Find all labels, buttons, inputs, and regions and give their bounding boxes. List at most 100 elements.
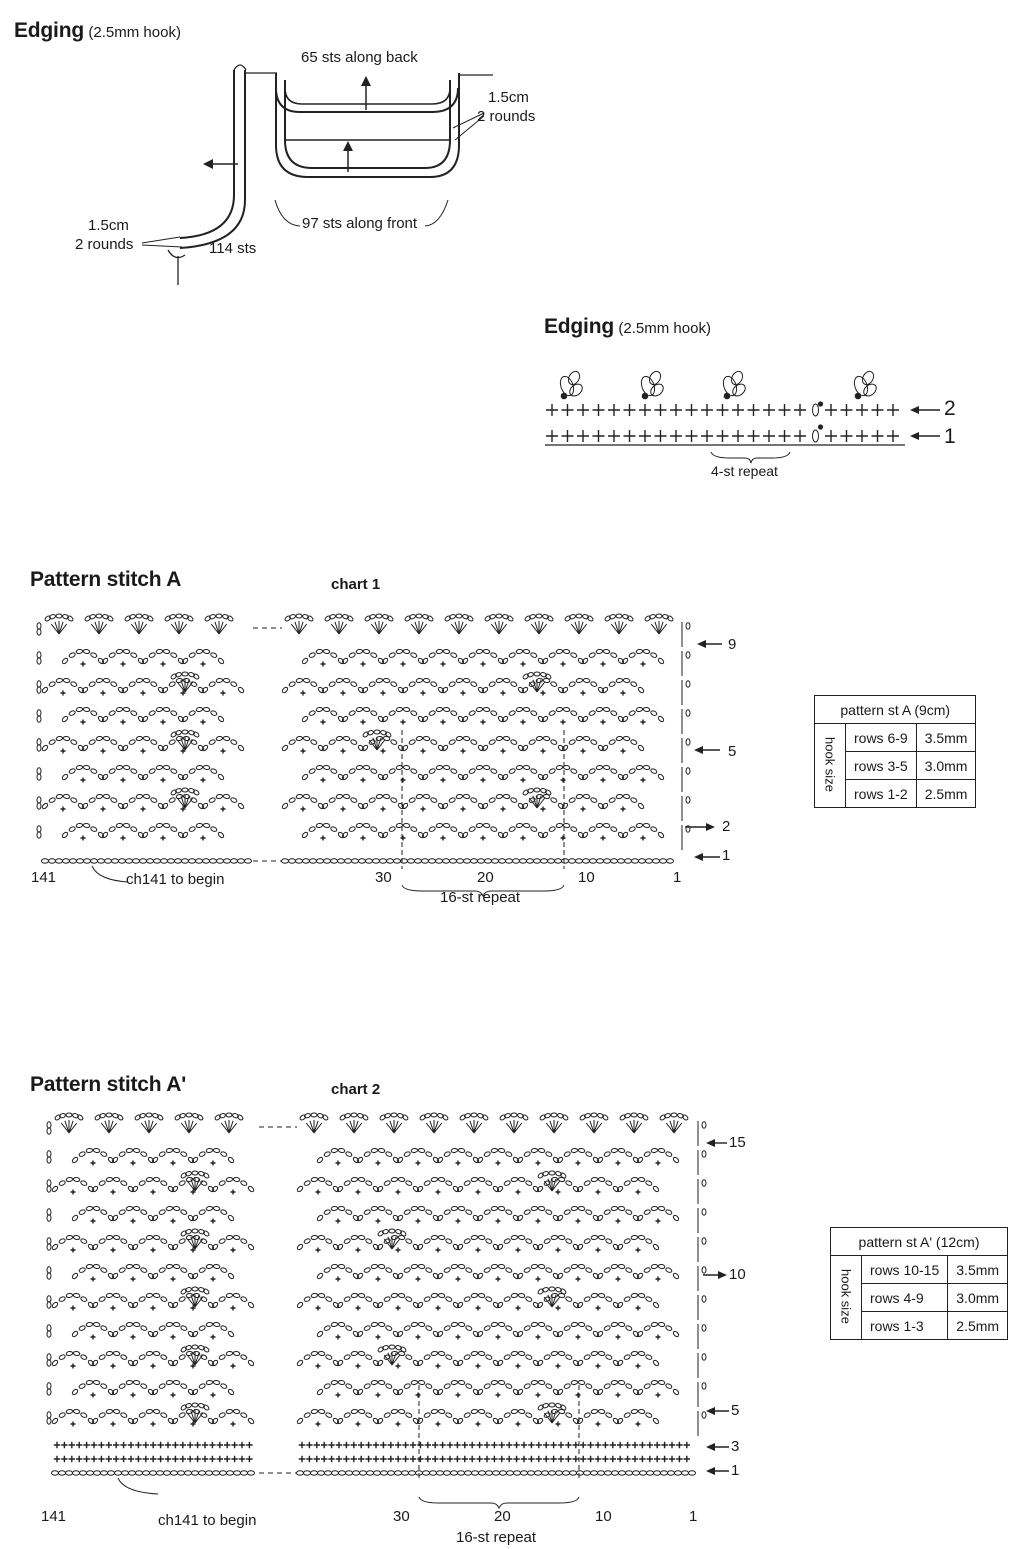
dc-ray (528, 681, 538, 693)
ch-stitch (179, 1113, 186, 1119)
sc-stitch (685, 430, 698, 442)
dc-ray (98, 621, 104, 635)
ch-stitch (569, 383, 583, 397)
ch-stitch (490, 652, 498, 658)
ch-stitch (367, 730, 374, 736)
ch-stitch (436, 1272, 444, 1280)
sc-stitch (747, 430, 760, 442)
ch-stitch (65, 1470, 73, 1476)
chart2-table-side: hook size (830, 1255, 862, 1340)
ch-stitch (637, 686, 645, 694)
ch-stitch (218, 1412, 226, 1418)
dc-ray (513, 1120, 519, 1134)
ch-stitch (288, 739, 296, 745)
ch-stitch (188, 768, 196, 774)
ch-stitch (576, 1243, 584, 1251)
ch-stitch (48, 681, 56, 687)
ch-stitch (51, 1185, 59, 1193)
ch-stitch (410, 710, 418, 716)
ch-stitch (168, 739, 176, 745)
ch-stitch (175, 672, 182, 678)
ch-stitch (523, 1383, 531, 1389)
ch-stitch (385, 1209, 393, 1215)
chart1-st-1: 1 (673, 869, 682, 886)
ch-stitch (125, 1147, 134, 1154)
ch-stitch (160, 1296, 168, 1302)
ch-stitch (602, 764, 611, 771)
ch-stitch (610, 1379, 619, 1386)
ch-stitch (701, 1179, 707, 1187)
ch-stitch (642, 822, 651, 829)
ch-stitch (225, 1112, 233, 1118)
sc-stitch (355, 1189, 361, 1195)
ch-stitch (640, 375, 656, 397)
ch-stitch (343, 1180, 351, 1186)
ch-stitch (321, 802, 329, 810)
ch-stitch (361, 686, 369, 694)
ch-stitch (150, 739, 158, 745)
chart1-table-size-c: 2.5mm (915, 779, 977, 808)
chart1-row-1-label: 1 (722, 847, 731, 864)
ch-stitch (232, 1176, 241, 1183)
sc-stitch (515, 1247, 521, 1253)
ch-stitch (115, 706, 124, 713)
row-arrow-head (706, 823, 715, 831)
sc-stitch (400, 835, 406, 841)
dc-ray (589, 1120, 595, 1134)
dc-ray (498, 621, 504, 635)
chart2-table-size-b: 3.0mm (947, 1283, 1009, 1312)
ch-stitch (118, 1325, 126, 1331)
ch-stitch (105, 1350, 114, 1357)
ch-stitch (91, 1185, 99, 1193)
ch-stitch (510, 797, 518, 803)
sc-stitch (100, 690, 106, 696)
sc-stitch (164, 1455, 172, 1463)
chart2-repeat-label: 16-st repeat (456, 1529, 537, 1546)
ch-stitch (510, 681, 518, 687)
ch-stitch (457, 1321, 466, 1328)
ch-stitch (132, 1147, 141, 1154)
sc-stitch (142, 1455, 149, 1463)
ch-stitch (92, 1263, 101, 1270)
ch-stitch (162, 822, 171, 829)
ch-stitch (61, 657, 69, 665)
ch-stitch (465, 1383, 473, 1389)
ch-stitch (701, 1121, 707, 1129)
ch-stitch (95, 735, 104, 742)
sc-stitch (90, 1160, 96, 1166)
ch-stitch (151, 1388, 159, 1396)
ch-stitch (490, 710, 498, 716)
ch-stitch (541, 657, 549, 665)
ch-stitch (662, 614, 669, 620)
dc-ray (469, 1120, 475, 1134)
sc-stitch (110, 1421, 116, 1427)
ch-stitch (510, 1408, 519, 1415)
ch-stitch (417, 1205, 426, 1212)
ch-stitch (581, 773, 589, 781)
ch-stitch (503, 1238, 511, 1244)
ch-stitch (468, 826, 476, 832)
ch-stitch (590, 739, 598, 745)
ch-stitch (483, 1383, 491, 1389)
ch-stitch (515, 764, 524, 771)
ch-stitch (77, 1114, 84, 1121)
ch-stitch (470, 681, 478, 687)
ch-stitch (211, 1359, 219, 1367)
ch-stitch (643, 1383, 651, 1389)
ch-stitch (130, 768, 138, 774)
ch-stitch (557, 1350, 566, 1357)
sc-stitch (594, 1455, 602, 1463)
ch-stitch (595, 648, 604, 655)
ch-stitch (71, 1330, 79, 1338)
ch-stitch (575, 793, 584, 800)
sc-stitch (635, 1363, 641, 1369)
ch-stitch (142, 735, 151, 742)
ch-stitch (55, 613, 63, 619)
ch-stitch (385, 1151, 393, 1157)
ch-stitch (596, 1214, 604, 1222)
ch-stitch (382, 677, 391, 684)
ch-stitch (219, 1470, 227, 1476)
ch-stitch (863, 383, 877, 397)
ch-stitch (635, 764, 644, 771)
sc-stitch (455, 1218, 461, 1224)
